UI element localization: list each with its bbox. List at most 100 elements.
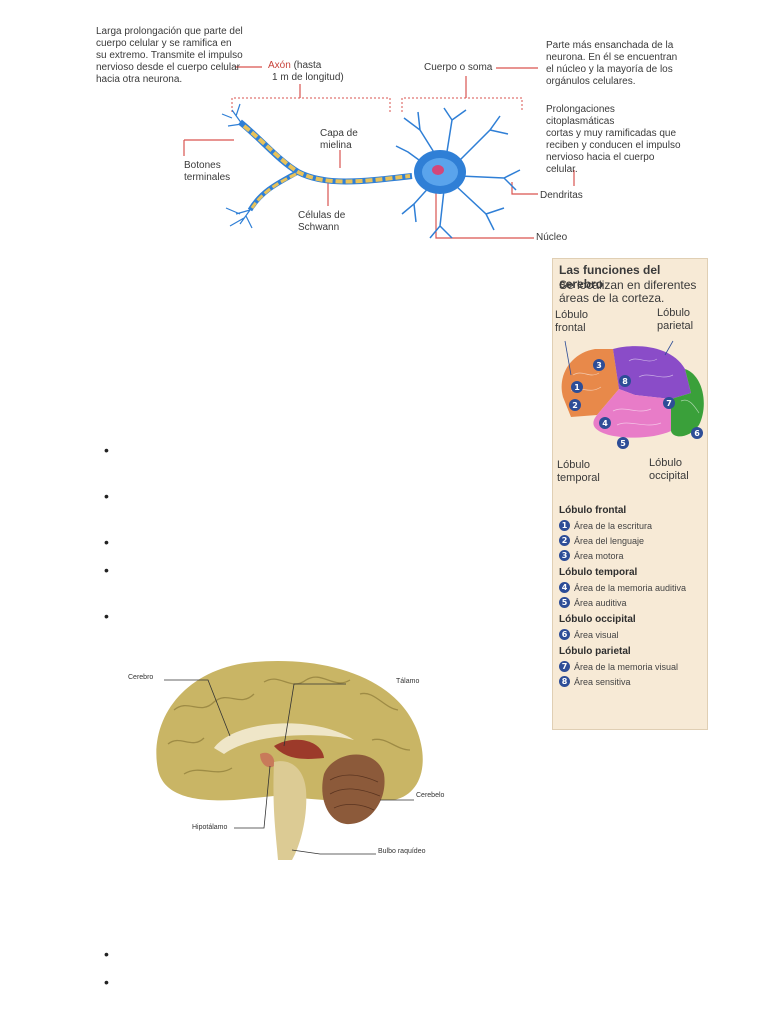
- terminals-leader: [183, 139, 234, 156]
- sagittal-brain-figure: Cerebro Tálamo Cerebelo Hipotálamo Bulbo…: [124, 650, 454, 870]
- axon-label: Axón: [268, 60, 291, 71]
- section-title: Lóbulo frontal: [559, 505, 627, 516]
- brain-gyri: [570, 358, 700, 426]
- lobe-occipital-label: Lóbulo occipital: [649, 457, 689, 483]
- item-text: Área sensitiva: [574, 676, 631, 687]
- bullet-marker: •: [104, 608, 109, 624]
- number-badge: 2: [559, 535, 570, 546]
- soma-desc-line: neurona. En él se encuentran: [546, 52, 678, 63]
- soma-desc-line: orgánulos celulares.: [546, 76, 636, 87]
- axon-desc-line: su extremo. Transmite el impulso: [96, 50, 243, 61]
- terminal-buttons: [221, 103, 253, 229]
- lobe-label-line: Lóbulo: [649, 457, 683, 469]
- list-item: 2 Área del lenguaje: [559, 535, 705, 546]
- section-title: Lóbulo temporal: [559, 567, 638, 578]
- lobe-parietal-label: Lóbulo parietal: [657, 307, 693, 333]
- card-title: Las funciones del cerebro: [559, 263, 661, 291]
- item-text: Área de la memoria auditiva: [574, 582, 687, 593]
- cerebellum-folia: [329, 774, 381, 811]
- cerebelo-label: Cerebelo: [416, 792, 445, 799]
- item-text: Área del lenguaje: [574, 535, 645, 546]
- dendrites-label: Dendritas: [540, 190, 583, 201]
- nucleus-label: Núcleo: [536, 232, 568, 243]
- terminals-label: Botones terminales: [184, 160, 230, 184]
- lobe-label-line: frontal: [555, 322, 586, 334]
- schwann-label: Células de Schwann: [298, 210, 345, 234]
- thalamus: [274, 739, 324, 759]
- bullet-marker: •: [104, 534, 109, 550]
- marker-7: 7: [666, 399, 672, 408]
- marker-8: 8: [622, 377, 628, 386]
- temporal-lobe: [593, 389, 671, 438]
- dendrites-description: Prolongaciones citoplasmáticas cortas y …: [546, 104, 686, 176]
- dendrites-desc-line: cortas y muy ramificadas que: [546, 128, 677, 139]
- parietal-leader: [664, 340, 674, 356]
- axon-length: (hasta: [293, 60, 322, 71]
- number-badge: 3: [559, 550, 570, 561]
- bulbo-label: Bulbo raquídeo: [378, 848, 426, 855]
- item-text: Área de la escritura: [574, 520, 653, 531]
- marker-5: 5: [620, 439, 626, 448]
- hipotalamo-label: Hipotálamo: [192, 824, 228, 831]
- bullet-marker: •: [104, 946, 109, 962]
- cerebro-label: Cerebro: [128, 674, 154, 681]
- occipital-lobe: [671, 369, 704, 437]
- label-leaders: [164, 679, 414, 855]
- bullet-marker: •: [104, 488, 109, 504]
- schwann-label-line: Schwann: [298, 222, 340, 233]
- dendrites-desc-line: Prolongaciones citoplasmáticas: [546, 104, 615, 127]
- lobe-label-line: Lóbulo: [657, 307, 691, 319]
- brainstem: [273, 761, 307, 860]
- lobe-label-line: parietal: [657, 320, 694, 332]
- myelin-label: Capa de mielina: [320, 128, 358, 152]
- soma-bracket: [401, 97, 523, 112]
- lobe-temporal-label: Lóbulo temporal: [557, 459, 600, 485]
- marker-3: 3: [596, 361, 602, 370]
- myelin-sheath-branch: [250, 172, 297, 209]
- dendrites-desc-line: celular.: [546, 164, 578, 175]
- brain-lobes-illustration: 12 34 56 78: [561, 340, 704, 449]
- axon-label-block: Axón (hasta 1 m de longitud): [268, 60, 348, 84]
- schwann-label-line: Células de: [298, 210, 346, 221]
- dendrites-desc-line: nervioso hacia el cuerpo: [546, 152, 655, 163]
- axon-description: Larga prolongación que parte del cuerpo …: [96, 26, 266, 86]
- sagittal-brain-illustration: [156, 660, 423, 860]
- marker-4: 4: [602, 419, 608, 428]
- myelin-sheath: [242, 124, 411, 184]
- neuron-diagram: Larga prolongación que parte del cuerpo …: [0, 0, 768, 260]
- card-subtitle-line: áreas de la corteza.: [559, 291, 665, 305]
- cortex-folds: [167, 676, 411, 775]
- number-badge: 8: [559, 676, 570, 687]
- soma-label: Cuerpo o soma: [424, 62, 493, 73]
- card-subtitle-line: Se localizan en diferentes: [559, 278, 697, 292]
- bullet-marker: •: [104, 974, 109, 990]
- bullet-marker: •: [104, 442, 109, 458]
- corpus-callosum: [214, 723, 354, 754]
- lobe-label-line: Lóbulo: [557, 459, 591, 471]
- list-item: 3 Área motora: [559, 550, 705, 561]
- dendrites: [395, 107, 521, 239]
- lobe-label-line: temporal: [557, 472, 600, 484]
- parietal-lobe: [613, 346, 691, 399]
- item-text: Área motora: [574, 550, 624, 561]
- number-badge: 6: [559, 629, 570, 640]
- list-item: 8 Área sensitiva: [559, 676, 705, 687]
- section-title: Lóbulo occipital: [559, 614, 636, 625]
- marker-6: 6: [694, 429, 700, 438]
- nucleus: [432, 165, 444, 175]
- soma-desc-line: el núcleo y la mayoría de los: [546, 64, 673, 75]
- nucleus-leader: [435, 172, 534, 239]
- axon-desc-line: hacia otra neurona.: [96, 74, 183, 85]
- axon-desc-line: nervioso desde el cuerpo celular: [96, 62, 240, 73]
- number-badge: 7: [559, 661, 570, 672]
- frontal-leader: [564, 340, 572, 376]
- dendrites-leader: [511, 182, 538, 195]
- lobe-frontal-label: Lóbulo frontal: [555, 309, 588, 335]
